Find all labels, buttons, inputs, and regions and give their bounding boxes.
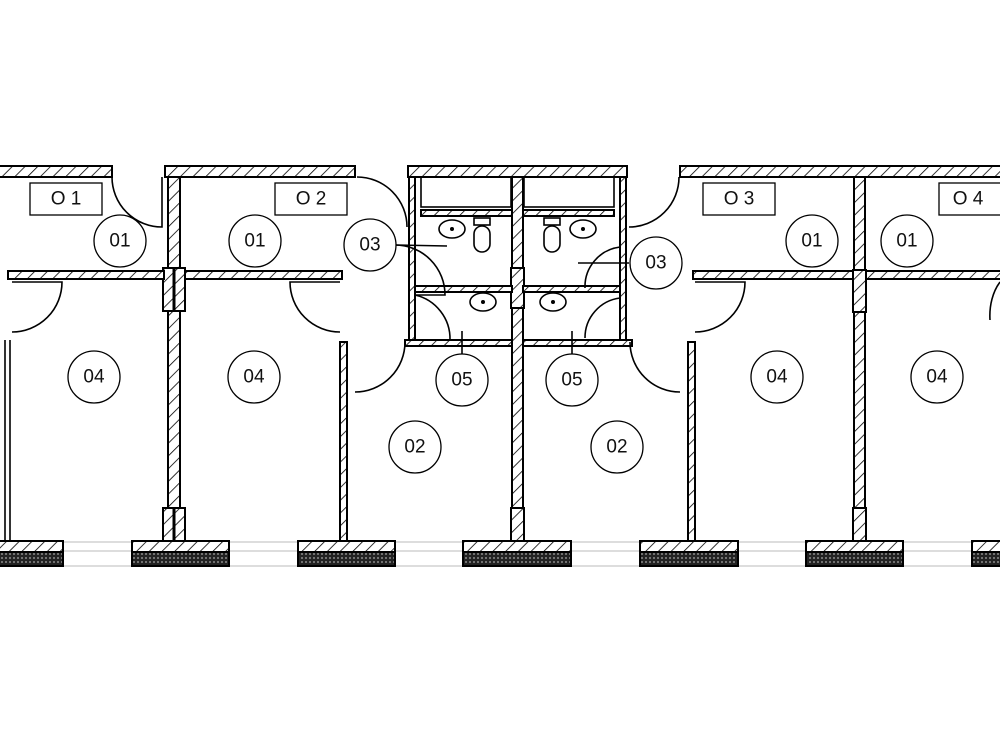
svg-text:01: 01 [109,231,130,252]
unit-label-o4: O 4 [938,182,1000,216]
svg-text:04: 04 [243,367,265,388]
svg-text:05: 05 [451,370,472,391]
room-tag-03: 03 [629,236,683,290]
unit-label-o1: O 1 [29,182,103,216]
room-tag-01: 01 [880,214,934,268]
unit-label-text: O 2 [296,189,327,210]
room-tag-02: 02 [590,420,644,474]
svg-text:02: 02 [606,437,627,458]
svg-text:04: 04 [926,367,948,388]
room-tag-05: 05 [435,353,489,407]
room-tag-04: 04 [750,350,804,404]
washbasin-icon [469,292,497,312]
unit-label-o2: O 2 [274,182,348,216]
corridor-walls [4,270,1000,542]
unit-label-o3: O 3 [702,182,776,216]
room-tag-04: 04 [227,350,281,404]
room-tag-01: 01 [228,214,282,268]
toilet-icon [543,217,561,253]
svg-text:01: 01 [801,231,822,252]
svg-text:04: 04 [83,367,105,388]
leader-lines [395,244,629,354]
top-walls [0,165,1000,178]
room-tags: 01 01 01 01 03 03 04 04 04 04 05 05 02 0… [67,214,964,474]
unit-label-text: O 3 [724,189,755,210]
wc-block [404,176,633,347]
room-tag-04: 04 [910,350,964,404]
room-tag-02: 02 [388,420,442,474]
svg-text:03: 03 [359,235,380,256]
exterior-piers [0,540,1000,567]
washbasin-icon [569,219,597,239]
svg-text:01: 01 [244,231,265,252]
unit-label-text: O 4 [953,189,984,210]
room-tag-05: 05 [545,353,599,407]
toilet-icon [473,217,491,253]
washbasin-icon [438,219,466,239]
svg-text:03: 03 [645,253,666,274]
unit-label-text: O 1 [51,189,82,210]
door-swings [11,176,1000,393]
svg-text:01: 01 [896,231,917,252]
partition-walls [162,176,867,546]
svg-text:05: 05 [561,370,582,391]
room-tag-04: 04 [67,350,121,404]
room-tag-01: 01 [93,214,147,268]
washbasin-icon [539,292,567,312]
svg-text:04: 04 [766,367,788,388]
svg-text:02: 02 [404,437,425,458]
room-tag-03: 03 [343,218,397,272]
room-tag-01: 01 [785,214,839,268]
